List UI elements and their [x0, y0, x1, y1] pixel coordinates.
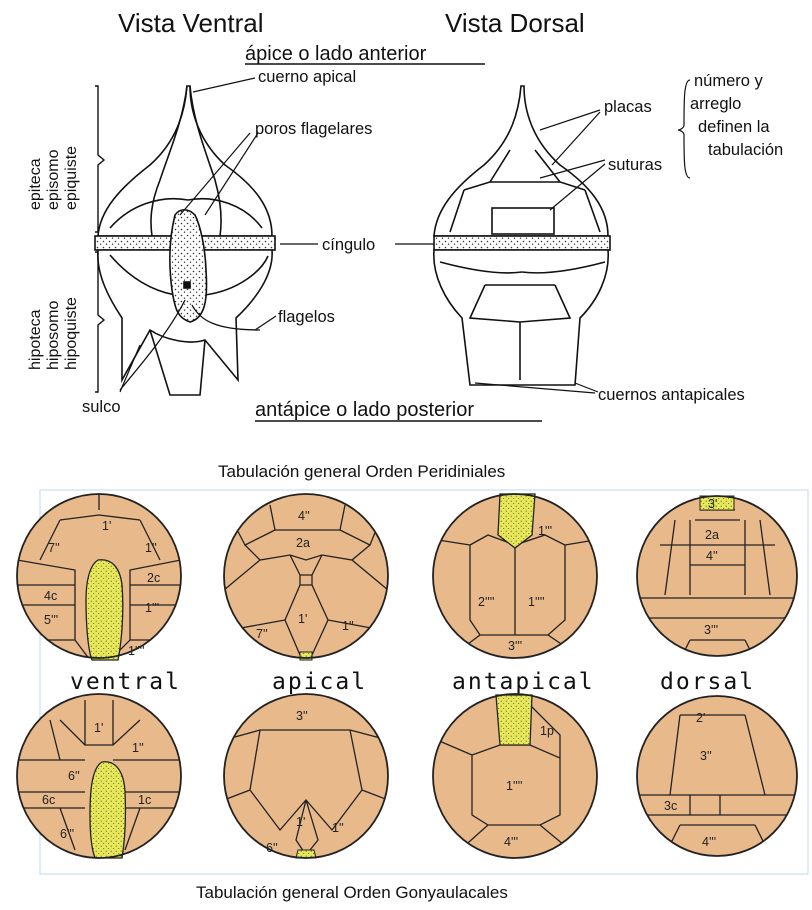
note-line-4: tabulación	[708, 141, 783, 159]
plate-label: 2c	[147, 571, 160, 585]
plate-label: 3'	[708, 497, 717, 511]
peridiniales-apical: 4'' 2a 7'' 1' 1''	[224, 494, 388, 660]
plate-label: 2a	[296, 536, 310, 550]
plate-label: 3'''	[704, 623, 718, 637]
plate-label: 1'	[102, 519, 111, 533]
plate-label: 1''	[342, 619, 354, 633]
plate-label: 2a	[705, 528, 719, 542]
cuerno-apical-label: cuerno apical	[258, 68, 356, 86]
epiteca-term: epiteca	[27, 158, 44, 210]
plate-label: 1''	[145, 541, 157, 555]
peridiniales-antapical: 1''' 2'''' 1'''' 3'''	[433, 494, 597, 658]
dorsal-view-title: Vista Dorsal	[445, 8, 585, 38]
gonyaulacales-apical: 3'' 1' 6'' 1''	[224, 694, 388, 858]
plate-label: 3c	[664, 799, 677, 813]
hiposomo-term: hiposomo	[45, 301, 62, 370]
epiquiste-term: epiquiste	[63, 146, 80, 210]
plate-label: 1''''	[506, 779, 523, 793]
plate-label: 7''	[48, 541, 60, 555]
gonyaulacales-antapical: 1p 1'''' 4'''	[433, 694, 597, 858]
episomo-term: episomo	[45, 149, 62, 210]
plate-label: 1''''	[528, 595, 545, 609]
note-line-3: definen la	[698, 118, 770, 136]
view-label-dorsal: dorsal	[660, 669, 755, 695]
cingulo-label: cíngulo	[322, 236, 375, 254]
hypotheca-terms: hipoteca hiposomo hipoquiste	[27, 297, 80, 370]
suturas-label: suturas	[608, 156, 662, 174]
flagelos-label: flagelos	[278, 308, 335, 326]
sulco-label: sulco	[82, 398, 121, 416]
plate-label: 4'''	[504, 835, 518, 849]
view-label-antapical: antapical	[452, 669, 595, 695]
plate-label: 1'''	[538, 524, 552, 538]
plate-label: 4''	[706, 549, 718, 563]
poros-flagelares-label: poros flagelares	[255, 120, 372, 138]
cuernos-antapicales-label: cuernos antapicales	[598, 386, 745, 404]
placas-label: placas	[604, 98, 652, 116]
plate-label: 6''	[266, 841, 278, 855]
view-label-apical: apical	[272, 669, 367, 695]
note-line-2: arreglo	[690, 95, 741, 113]
view-label-ventral: ventral	[70, 669, 181, 695]
gonyaulacales-ventral: 1' 6'' 1'' 6c 1c 6'''	[17, 694, 181, 858]
plate-label: 1'	[298, 612, 307, 626]
peridiniales-caption: Tabulación general Orden Peridiniales	[218, 462, 505, 481]
gonyaulacales-dorsal: 2' 3'' 3c 4'''	[637, 696, 797, 856]
plate-label: 2''''	[478, 595, 495, 609]
epitheca-terms: epiteca episomo epiquiste	[27, 146, 80, 210]
plate-label: 4c	[44, 589, 57, 603]
plate-label: 3''	[296, 709, 308, 723]
plate-label: 1''	[332, 821, 344, 835]
ventral-cell-drawing	[95, 86, 275, 395]
plate-label: 1c	[138, 793, 151, 807]
plate-label: 1'	[94, 721, 103, 735]
gonyaulacales-caption: Tabulación general Orden Gonyaulacales	[196, 883, 508, 902]
plate-label: 3''	[700, 749, 712, 763]
peridiniales-ventral: 1' 7'' 1'' 4c 2c 5''' 1''' 1''''	[17, 494, 181, 660]
plate-label: 4'''	[702, 835, 716, 849]
antapex-label: antápice o lado posterior	[255, 399, 474, 421]
ventral-view-title: Vista Ventral	[118, 8, 264, 38]
note-line-1: número y	[694, 72, 764, 90]
plate-label: 6''	[68, 769, 80, 783]
plate-label: 6'''	[60, 827, 74, 841]
plate-label: 1'''	[145, 601, 159, 615]
plate-label: 1''''	[128, 644, 145, 658]
plate-label: 5'''	[44, 613, 58, 627]
plate-label: 6c	[42, 793, 55, 807]
plate-label: 4''	[298, 509, 310, 523]
plate-label: 1''	[132, 741, 144, 755]
plate-label: 3'''	[508, 639, 522, 653]
hipoteca-term: hipoteca	[27, 309, 44, 370]
plate-label: 1p	[540, 724, 554, 738]
plate-label: 1'	[296, 815, 305, 829]
hipoquiste-term: hipoquiste	[63, 297, 80, 370]
plate-label: 2'	[696, 711, 705, 725]
apex-label: ápice o lado anterior	[245, 43, 427, 65]
plate-label: 7''	[256, 627, 268, 641]
